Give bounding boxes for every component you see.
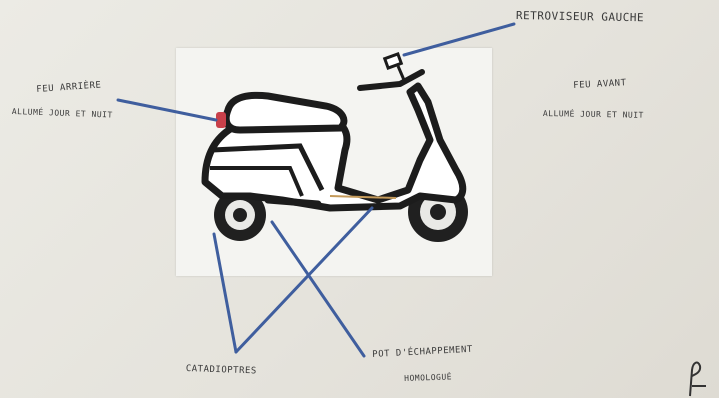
signature-mark [676,356,719,398]
exhaust [268,200,318,204]
pointer-exhaust [272,222,364,356]
pointer-reflector-a [214,234,236,352]
pointer-mirror [404,24,514,55]
pointer-rear-light [118,100,216,120]
label-front-light-note: ALLUMÉ JOUR ET NUIT [543,108,644,122]
label-reflectors: CATADIOPTRES [186,363,257,377]
label-mirror: RETROVISEUR GAUCHE [516,10,644,24]
scooter-seat [226,95,344,130]
label-exhaust-note: HOMOLOGUÉ [404,371,452,385]
